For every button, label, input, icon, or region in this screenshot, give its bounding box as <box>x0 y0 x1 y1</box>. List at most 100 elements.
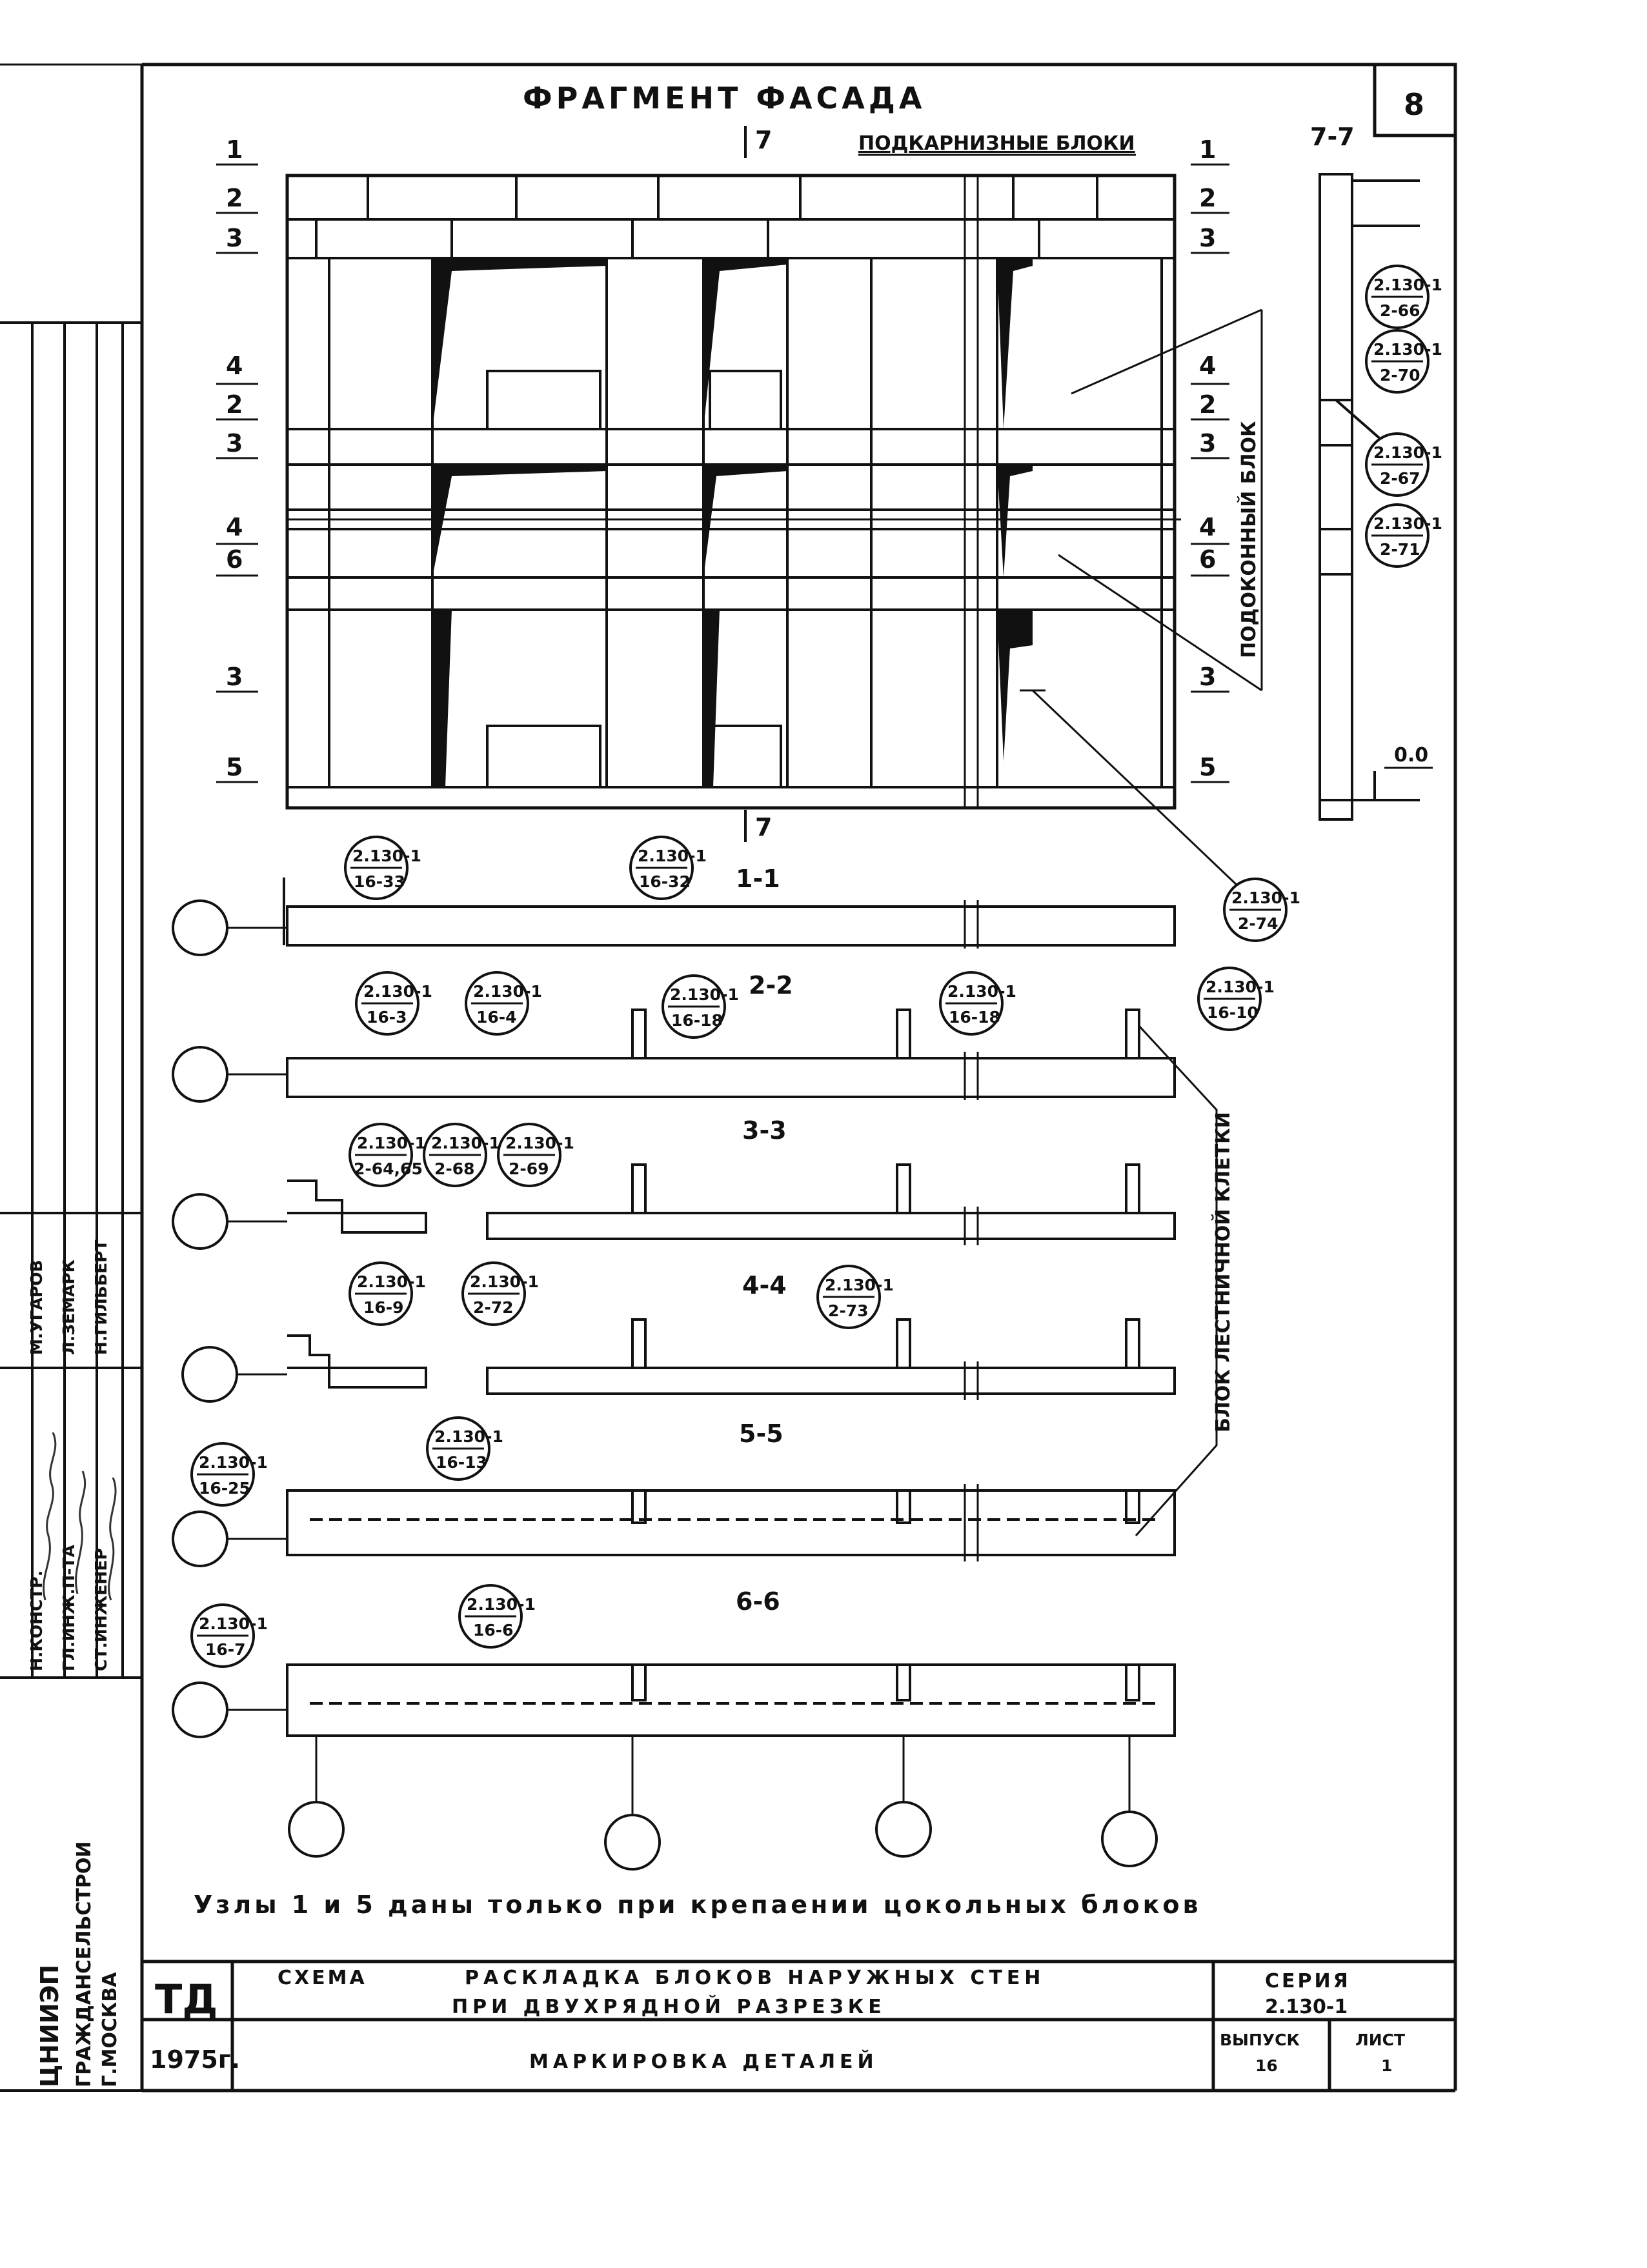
ref-bubble: 2.130-1 16-6 <box>458 1584 536 1649</box>
stamp-name: Н.ГИЛЬБЕРТ <box>92 1239 110 1355</box>
ref-bottom: 2-64,65 <box>354 1159 423 1178</box>
org-line1: ЦНИИЭП <box>35 1965 64 2087</box>
ref-top: 2.130-1 <box>947 982 1016 1001</box>
ref-bubble: 2.130-1 16-18 <box>939 971 1016 1036</box>
title-scheme-label: СХЕМА <box>278 1967 367 1989</box>
row-mark: 1 <box>1199 135 1216 164</box>
ref-bottom: 16-18 <box>671 1011 723 1030</box>
ref-top: 2.130-1 <box>670 985 739 1004</box>
row-mark: 3 <box>226 224 243 252</box>
ref-bottom: 2-67 <box>1380 469 1420 488</box>
ref-bottom: 2-68 <box>434 1159 475 1178</box>
ref-top: 2.130-1 <box>431 1134 500 1152</box>
section-titles: 1-1 2-2 3-3 4-4 5-5 6-6 <box>736 865 793 1616</box>
ref-bubble: 2.130-1 16-25 <box>190 1442 268 1507</box>
section-7-7-refs: 2.130-1 2-66 2.130-1 2-70 2.130-1 2-67 2… <box>1365 265 1442 769</box>
ref-bottom: 16-18 <box>949 1008 1000 1027</box>
sheet-number: 8 <box>1404 87 1428 122</box>
row-mark: 3 <box>226 663 243 691</box>
ref-top: 2.130-1 <box>357 1134 426 1152</box>
ref-bubble: 2.130-1 2-70 <box>1365 329 1442 394</box>
ref-bottom: 2-71 <box>1380 540 1420 559</box>
title-line1: РАСКЛАДКА БЛОКОВ НАРУЖНЫХ СТЕН <box>465 1967 1045 1989</box>
row-mark: 3 <box>1199 663 1216 691</box>
ref-top: 2.130-1 <box>1206 978 1275 996</box>
section-2-2-title: 2-2 <box>749 971 793 999</box>
ref-bottom: 16-4 <box>476 1008 517 1027</box>
ref-top: 2.130-1 <box>363 982 432 1001</box>
ref-bubble: 2.130-1 2-67 <box>1365 432 1442 497</box>
section-5-5-title: 5-5 <box>739 1420 783 1448</box>
side-stamp-text: Н.КОНСТР. ГЛ.ИНЖ.П-ТА СТ.ИНЖЕНЕР М.УГАРО… <box>27 1239 121 2087</box>
stamp-name: М.УГАРОВ <box>27 1259 46 1355</box>
title-subtitle: МАРКИРОВКА ДЕТАЛЕЙ <box>529 2050 878 2073</box>
ref-bottom: 16-25 <box>199 1479 250 1498</box>
ref-bubble: 2.130-1 16-10 <box>1197 967 1275 1031</box>
ref-top: 2.130-1 <box>199 1614 268 1633</box>
section-7-7-drawing <box>1319 173 1420 821</box>
nodes-note: Узлы 1 и 5 даны только при крепаении цок… <box>194 1891 1202 1919</box>
row-mark: 4 <box>1199 352 1216 380</box>
ref-bottom: 16-13 <box>436 1453 487 1472</box>
ref-bubble: 2.130-1 16-9 <box>349 1261 426 1326</box>
facade-elevation <box>285 174 1181 810</box>
ref-top: 2.130-1 <box>505 1134 574 1152</box>
row-mark: 5 <box>226 753 243 781</box>
ref-bubble: 2.130-1 2-68 <box>423 1123 500 1187</box>
row-mark: 2 <box>226 184 243 212</box>
facade-title: ФРАГМЕНТ ФАСАДА <box>523 81 925 115</box>
ref-bubble: 2.130-1 2-66 <box>1365 265 1442 329</box>
issue-label: ВЫПУСК <box>1220 2031 1300 2049</box>
sheet-number-box: 8 <box>1373 63 1457 137</box>
row-mark: 3 <box>226 429 243 457</box>
facade-row-marks-left: 1 2 3 4 2 3 4 6 3 5 <box>216 135 258 783</box>
node-circles <box>172 899 1158 1871</box>
side-stamp <box>0 321 142 2092</box>
ref-top: 2.130-1 <box>434 1427 503 1446</box>
ref-top: 2.130-1 <box>352 847 421 865</box>
ref-top: 2.130-1 <box>1373 340 1442 359</box>
ref-top: 2.130-1 <box>1373 276 1442 294</box>
stamp-role: ГЛ.ИНЖ.П-ТА <box>59 1545 78 1671</box>
org-line2: ГРАЖДАНСЕЛЬСТРОИ <box>73 1841 96 2087</box>
title-code: ТД <box>155 1976 218 2023</box>
row-mark: 6 <box>1199 545 1216 574</box>
ref-bottom: 2-66 <box>1380 301 1420 320</box>
series-label: СЕРИЯ <box>1265 1970 1351 1992</box>
org-line3: Г.МОСКВА <box>99 1972 121 2087</box>
ref-bottom: 16-33 <box>354 872 405 891</box>
section-7-7-title: 7-7 <box>1310 123 1355 151</box>
stair-block-leader <box>1135 1025 1218 1536</box>
ref-bubble: 2.130-1 16-3 <box>355 971 432 1036</box>
ref-top: 2.130-1 <box>357 1272 426 1291</box>
sheet-frame <box>0 63 1457 2092</box>
ref-bubble: 2.130-1 16-7 <box>190 1603 268 1668</box>
row-mark: 2 <box>226 390 243 419</box>
ref-bubble: 2.130-1 2-71 <box>1365 503 1442 568</box>
row-mark: 4 <box>226 352 243 380</box>
section-4-4-title: 4-4 <box>742 1271 787 1300</box>
cornice-blocks-label: ПОДКАРНИЗНЫЕ БЛОКИ <box>858 132 1135 155</box>
stamp-name: Л.ЗЕМАРК <box>59 1259 78 1355</box>
ref-bubble: 2.130-1 2-69 <box>497 1123 574 1187</box>
ref-bubble: 2.130-1 2-64,65 <box>349 1123 426 1187</box>
section-ref-bubbles: 2.130-1 16-33 2.130-1 16-32 2.130-1 16-3… <box>190 836 1275 1668</box>
row-mark: 1 <box>226 135 243 164</box>
ref-bubble: 2.130-1 16-32 <box>629 836 707 900</box>
ref-bubble: 2.130-1 16-33 <box>344 836 421 900</box>
stamp-role: СТ.ИНЖЕНЕР <box>92 1548 110 1671</box>
stair-block-label: БЛОК ЛЕСТНИЧНОЙ КЛЕТКИ <box>1211 1112 1235 1432</box>
ref-top: 2.130-1 <box>467 1595 536 1614</box>
ref-bottom: 2-74 <box>1238 914 1278 933</box>
window-sill-leaders <box>1058 308 1263 692</box>
row-mark: 4 <box>1199 513 1216 541</box>
row-mark: 2 <box>1199 390 1216 419</box>
ref-bubble: 2.130-1 16-13 <box>426 1416 503 1481</box>
facade-section-mark-bottom: 7 <box>755 813 772 841</box>
issue-value: 16 <box>1255 2056 1278 2075</box>
facade-row-marks-right: 1 2 3 4 2 3 4 6 3 5 <box>1191 135 1229 783</box>
ref-top: 2.130-1 <box>470 1272 539 1291</box>
ref-top: 2.130-1 <box>638 847 707 865</box>
section-1-1-title: 1-1 <box>736 865 780 893</box>
